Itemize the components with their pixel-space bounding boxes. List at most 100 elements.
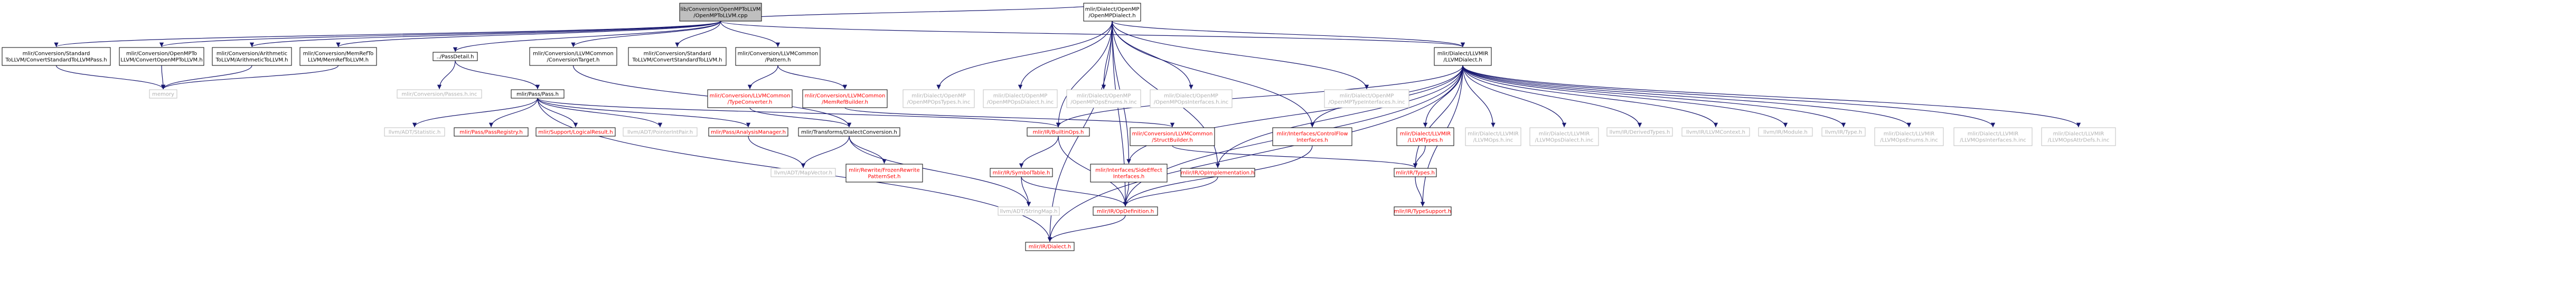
file-node[interactable]: mlir/Pass/Pass.h bbox=[511, 89, 565, 99]
node-label: mlir/IR/TypeSupport.h bbox=[1394, 209, 1451, 215]
node-label: mlir/IR/BuiltinOps.h bbox=[1033, 130, 1084, 136]
file-node[interactable]: mlir/Conversion/LLVMCommon/Pattern.h bbox=[735, 47, 821, 66]
file-node: memory bbox=[149, 89, 177, 99]
node-label: mlir/Dialect/LLVMIR bbox=[2053, 131, 2104, 137]
edge-line bbox=[748, 136, 806, 168]
node-label: llvm/IR/Type.h bbox=[1825, 130, 1862, 136]
file-node[interactable]: mlir/Conversion/LLVMCommon/StructBuilder… bbox=[1130, 127, 1215, 146]
edge-line bbox=[747, 65, 778, 90]
file-node[interactable]: mlir/Conversion/StandardToLLVM/ConvertSt… bbox=[2, 47, 111, 66]
node-box bbox=[1394, 168, 1437, 177]
dependency-edge bbox=[537, 98, 663, 128]
dependency-edge bbox=[747, 65, 778, 90]
node-label: mlir/Conversion/LLVMCommon bbox=[1132, 131, 1213, 137]
node-label: mlir/IR/Dialect.h bbox=[1029, 244, 1071, 250]
node-box bbox=[1180, 168, 1255, 177]
file-node[interactable]: mlir/IR/Types.h bbox=[1394, 168, 1437, 177]
node-label: /ConversionTarget.h bbox=[547, 58, 600, 63]
node-box bbox=[1953, 127, 2033, 146]
node-box bbox=[735, 47, 821, 66]
dependency-edge bbox=[537, 98, 578, 128]
node-box bbox=[1821, 127, 1866, 137]
file-node[interactable]: mlir/Conversion/LLVMCommon/ConversionTar… bbox=[529, 47, 617, 66]
node-box bbox=[983, 89, 1058, 108]
file-node: llvm/ADT/StringMap.h bbox=[998, 206, 1060, 216]
node-label: mlir/Dialect/OpenMP bbox=[1164, 93, 1218, 99]
node-box bbox=[384, 127, 445, 137]
node-label: mlir/Conversion/Standard bbox=[23, 51, 90, 57]
node-label: mlir/IR/OpDefinition.h bbox=[1097, 209, 1154, 215]
edge-line bbox=[336, 21, 721, 47]
file-node: llvm/IR/LLVMContext.h bbox=[1681, 127, 1750, 137]
file-node[interactable]: mlir/IR/TypeSupport.h bbox=[1394, 206, 1452, 216]
file-node[interactable]: mlir/IR/BuiltinOps.h bbox=[1027, 127, 1090, 137]
edge-line bbox=[1047, 65, 1463, 242]
file-node[interactable]: mlir/Conversion/MemRefToLLVM/MemRefToLLV… bbox=[299, 47, 377, 66]
node-label: /Pattern.h bbox=[765, 58, 791, 63]
root-file-node[interactable]: lib/Conversion/OpenMPToLLVM/OpenMPToLLVM… bbox=[679, 3, 762, 22]
dependency-edge bbox=[537, 98, 1060, 128]
node-label: PatternSet.h bbox=[868, 174, 901, 180]
dependency-edge bbox=[1462, 65, 1496, 128]
node-label: /StructBuilder.h bbox=[1152, 138, 1192, 144]
file-node[interactable]: mlir/Dialect/LLVMIR/LLVMTypes.h bbox=[1396, 127, 1454, 146]
node-label: ToLLVM/ArithmeticToLLVM.h bbox=[215, 58, 288, 63]
node-box bbox=[454, 127, 529, 137]
edge-line bbox=[161, 65, 166, 90]
file-node[interactable]: mlir/Support/LogicalResult.h bbox=[535, 127, 616, 137]
file-node: mlir/Dialect/LLVMIR/LLVMOpsAttrDefs.h.in… bbox=[2041, 127, 2116, 146]
node-label: /TypeConverter.h bbox=[728, 100, 773, 106]
node-box bbox=[1066, 89, 1141, 108]
file-node[interactable]: mlir/IR/OpImplementation.h bbox=[1180, 168, 1255, 177]
file-node[interactable]: mlir/Pass/AnalysisManager.h bbox=[708, 127, 788, 137]
edge-line bbox=[849, 136, 887, 164]
node-label: mlir/Conversion/Arithmetic bbox=[217, 51, 287, 57]
dependency-edge bbox=[1413, 65, 1463, 168]
dependency-edge bbox=[1056, 65, 1463, 128]
file-node: mlir/Dialect/OpenMP/OpenMPOpsDialect.h.i… bbox=[983, 89, 1058, 108]
dependency-edge bbox=[748, 136, 806, 168]
node-label: ToLLVM/ConvertStandardToLLVM.h bbox=[632, 58, 722, 63]
node-label: ToLLVM/ConvertStandardToLLVMPass.h bbox=[5, 58, 107, 63]
dependency-edge bbox=[720, 21, 1465, 47]
file-node[interactable]: mlir/IR/OpDefinition.h bbox=[1093, 206, 1158, 216]
file-node[interactable]: mlir/IR/SymbolTable.h bbox=[990, 168, 1053, 177]
dependency-edge bbox=[412, 98, 538, 128]
file-node[interactable]: mlir/Pass/PassRegistry.h bbox=[454, 127, 529, 137]
dependency-edge bbox=[453, 21, 721, 52]
edge-line bbox=[801, 136, 850, 168]
file-node: mlir/Conversion/Passes.h.inc bbox=[397, 89, 482, 99]
file-node[interactable]: mlir/Conversion/ArithmeticToLLVM/Arithme… bbox=[212, 47, 292, 66]
node-label: Interfaces.h bbox=[1113, 174, 1145, 180]
edge-line bbox=[1462, 65, 1496, 128]
dependency-edge bbox=[159, 21, 721, 47]
file-node[interactable]: mlir/Dialect/LLVMIR/LLVMDialect.h bbox=[1434, 47, 1492, 66]
file-node[interactable]: mlir/Conversion/LLVMCommon/TypeConverter… bbox=[707, 89, 793, 108]
node-label: mlir/Conversion/Passes.h.inc bbox=[401, 92, 477, 98]
node-label: llvm/ADT/StringMap.h bbox=[1000, 209, 1057, 215]
edge-line bbox=[1123, 176, 1218, 207]
node-label: /OpenMPOpsInterfaces.h.inc bbox=[1154, 100, 1228, 106]
edge-line bbox=[1462, 65, 1718, 128]
node-label: mlir/Transforms/DialectConversion.h bbox=[801, 130, 897, 136]
file-node[interactable]: mlir/Transforms/DialectConversion.h bbox=[798, 127, 900, 137]
dependency-edge bbox=[1215, 65, 1463, 168]
file-node[interactable]: ../PassDetail.h bbox=[433, 52, 478, 61]
node-box bbox=[679, 3, 762, 22]
file-node: mlir/Dialect/OpenMP/OpenMPOpsEnums.h.inc bbox=[1066, 89, 1141, 108]
file-node[interactable]: mlir/Conversion/LLVMCommon/MemRefBuilder… bbox=[802, 89, 888, 108]
node-box bbox=[707, 89, 793, 108]
file-node[interactable]: mlir/Conversion/OpenMPToLLVM/ConvertOpen… bbox=[119, 47, 204, 66]
node-box bbox=[1681, 127, 1750, 137]
node-box bbox=[433, 52, 478, 61]
file-node[interactable]: mlir/Conversion/StandardToLLVM/ConvertSt… bbox=[628, 47, 727, 66]
dependency-edge bbox=[1462, 65, 1846, 128]
edge-line bbox=[849, 136, 1031, 207]
file-node: mlir/Dialect/LLVMIR/LLVMOpsEnums.h.inc bbox=[1874, 127, 1944, 146]
node-box bbox=[2041, 127, 2116, 146]
file-node[interactable]: mlir/IR/Dialect.h bbox=[1025, 242, 1075, 251]
file-node[interactable]: mlir/Dialect/OpenMP/OpenMPDialect.h bbox=[1083, 3, 1141, 22]
